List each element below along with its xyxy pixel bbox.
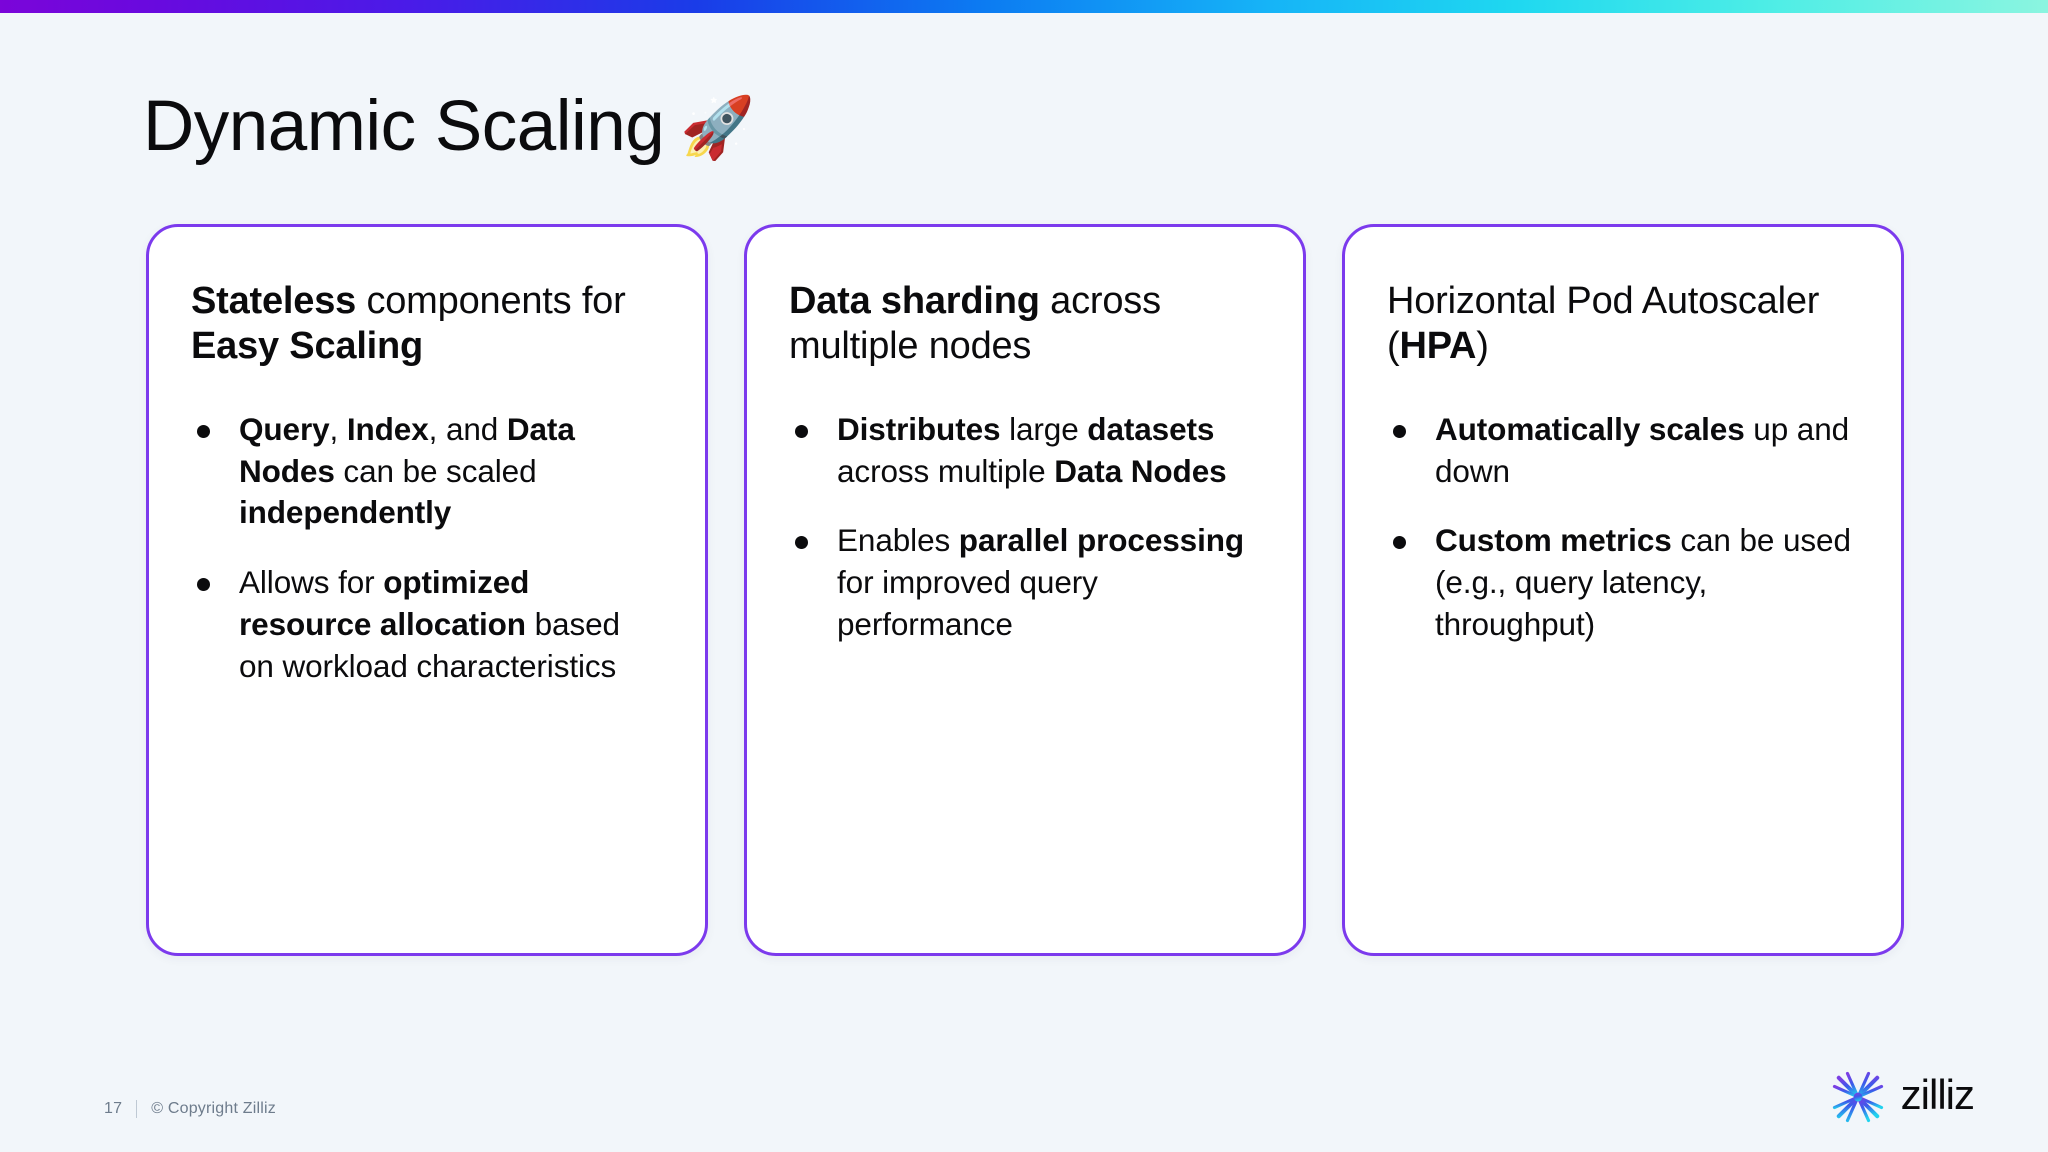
card-data-sharding[interactable]: Data sharding across multiple nodes Dist… bbox=[744, 224, 1306, 956]
page-title: Dynamic Scaling🚀 bbox=[143, 87, 755, 166]
list-item-text: Allows for optimized resource allocation… bbox=[239, 564, 620, 685]
card-heading: Data sharding across multiple nodes bbox=[789, 280, 1161, 367]
card-bullet-list: Distributes large datasets across multip… bbox=[789, 409, 1261, 646]
bullet-dot-icon bbox=[1393, 424, 1406, 438]
copyright-text: © Copyright Zilliz bbox=[151, 1100, 276, 1117]
list-item: Query, Index, and Data Nodes can be scal… bbox=[191, 409, 663, 535]
bullet-dot-icon bbox=[795, 424, 808, 438]
footer-divider bbox=[136, 1100, 138, 1118]
rocket-emoji-icon: 🚀 bbox=[680, 94, 755, 161]
list-item: Custom metrics can be used (e.g., query … bbox=[1387, 520, 1859, 646]
zilliz-wordmark: zilliz bbox=[1900, 1071, 1975, 1118]
bullet-dot-icon bbox=[197, 578, 210, 592]
card-bullet-list: Query, Index, and Data Nodes can be scal… bbox=[191, 409, 663, 688]
list-item-text: Distributes large datasets across multip… bbox=[837, 410, 1227, 489]
zilliz-logo: zilliz bbox=[1827, 1066, 1975, 1128]
card-stateless-components[interactable]: Stateless components for Easy Scaling Qu… bbox=[146, 224, 708, 956]
cards-row: Stateless components for Easy Scaling Qu… bbox=[146, 224, 1904, 956]
bullet-dot-icon bbox=[795, 536, 808, 550]
list-item: Distributes large datasets across multip… bbox=[789, 409, 1261, 493]
card-bullet-list: Automatically scales up and down Custom … bbox=[1387, 409, 1859, 646]
card-heading: Stateless components for Easy Scaling bbox=[191, 280, 626, 367]
list-item: Enables parallel processing for improved… bbox=[789, 520, 1261, 646]
list-item-text: Automatically scales up and down bbox=[1435, 410, 1850, 489]
top-gradient-bar bbox=[0, 0, 2048, 13]
card-heading: Horizontal Pod Autoscaler (HPA) bbox=[1387, 280, 1820, 367]
list-item-text: Custom metrics can be used (e.g., query … bbox=[1435, 522, 1851, 643]
page-number: 17 bbox=[104, 1100, 123, 1117]
card-horizontal-pod-autoscaler[interactable]: Horizontal Pod Autoscaler (HPA) Automati… bbox=[1342, 224, 1904, 956]
list-item-text: Enables parallel processing for improved… bbox=[837, 522, 1245, 643]
list-item: Allows for optimized resource allocation… bbox=[191, 562, 663, 688]
bullet-dot-icon bbox=[197, 424, 210, 438]
zilliz-starburst-icon bbox=[1827, 1066, 1889, 1128]
page-title-text: Dynamic Scaling bbox=[143, 87, 665, 166]
list-item: Automatically scales up and down bbox=[1387, 409, 1859, 493]
footer: 17 © Copyright Zilliz bbox=[104, 1100, 276, 1118]
bullet-dot-icon bbox=[1393, 536, 1406, 550]
list-item-text: Query, Index, and Data Nodes can be scal… bbox=[239, 410, 575, 531]
